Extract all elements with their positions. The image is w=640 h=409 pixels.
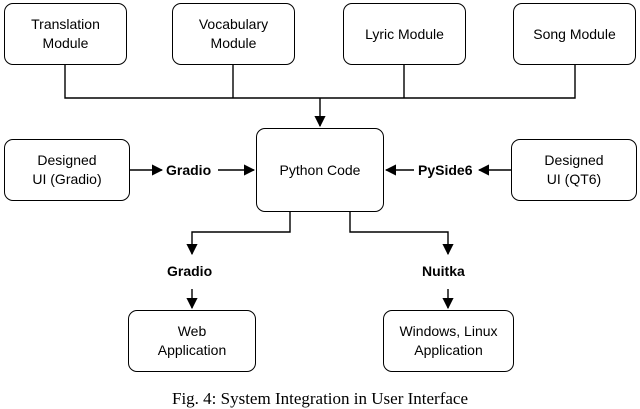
module-bus [64, 65, 576, 99]
gradio-input-label: Gradio [166, 162, 212, 178]
gradio-output-label: Gradio [167, 263, 213, 279]
gradio-ui-label: Designed UI (Gradio) [32, 152, 102, 187]
desktop-application-label: Windows, Linux Application [399, 323, 498, 358]
lyric-module-label: Lyric Module [365, 25, 444, 42]
python-to-nuitka-arrow [349, 212, 454, 256]
qt-ui-box: Designed UI (QT6) [511, 139, 637, 201]
song-module-box: Song Module [513, 3, 636, 65]
vocabulary-module-box: Vocabulary Module [172, 3, 295, 65]
gradio-ui-box: Designed UI (Gradio) [4, 139, 130, 201]
desktop-application-box: Windows, Linux Application [383, 310, 514, 372]
pyside6-label: PySide6 [418, 162, 473, 178]
song-module-label: Song Module [533, 25, 616, 42]
python-to-gradio-arrow [186, 212, 291, 256]
lyric-module-box: Lyric Module [343, 3, 466, 65]
web-application-label: Web Application [157, 323, 227, 358]
qt-ui-label: Designed UI (QT6) [544, 152, 604, 187]
python-code-box: Python Code [256, 128, 384, 212]
translation-module-label: Translation Module [31, 16, 100, 51]
web-application-box: Web Application [128, 310, 256, 372]
nuitka-label: Nuitka [422, 263, 465, 279]
translation-module-box: Translation Module [4, 3, 127, 65]
vocabulary-module-label: Vocabulary Module [198, 16, 269, 51]
connector-layer [64, 65, 576, 310]
figure-caption: Fig. 4: System Integration in User Inter… [171, 389, 468, 408]
python-code-label: Python Code [279, 161, 361, 178]
